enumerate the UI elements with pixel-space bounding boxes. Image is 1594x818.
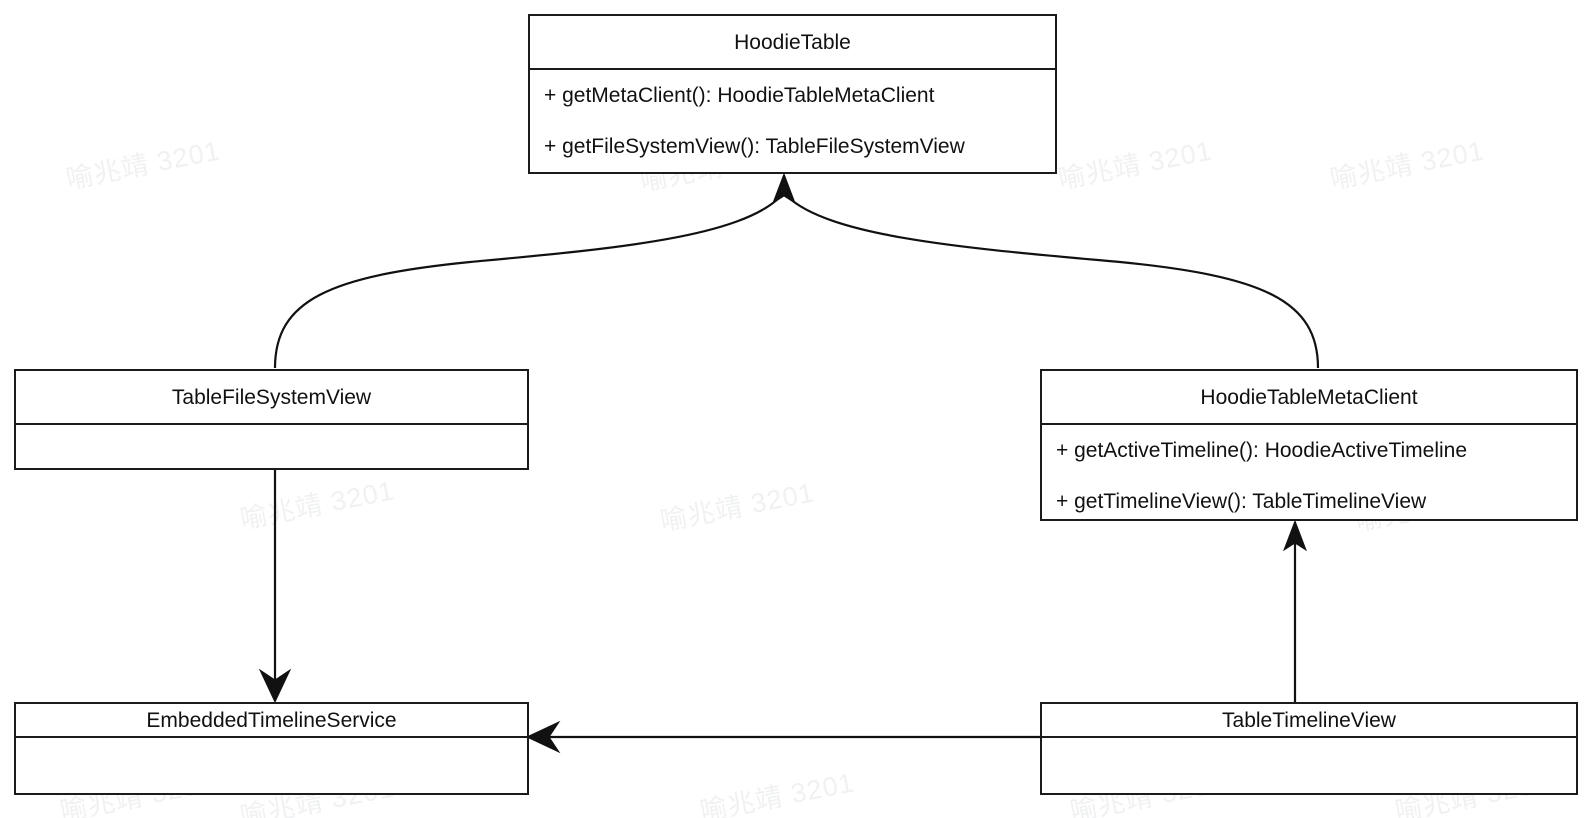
class-name-hoodie-table-meta-client: HoodieTableMetaClient (1042, 371, 1576, 425)
class-members-table-timeline-view (1042, 738, 1576, 818)
class-member: + getActiveTimeline(): HoodieActiveTimel… (1056, 439, 1468, 462)
class-name-table-file-system-view: TableFileSystemView (16, 371, 527, 425)
class-member: + getFileSystemView(): TableFileSystemVi… (544, 135, 965, 158)
edge-tablefilesystemview-to-hoodietable (273, 195, 782, 369)
class-box-embedded-timeline-service[interactable]: EmbeddedTimelineService (14, 702, 529, 795)
class-box-table-file-system-view[interactable]: TableFileSystemView (14, 369, 529, 470)
arrowhead-hoodietable (771, 172, 797, 205)
watermark-text: 喻兆靖 3201 (657, 477, 818, 537)
class-box-hoodie-table[interactable]: HoodieTable + getMetaClient(): HoodieTab… (528, 14, 1057, 174)
class-box-table-timeline-view[interactable]: TableTimelineView (1040, 702, 1578, 795)
watermark-text: 喻兆靖 3201 (63, 135, 224, 195)
class-members-embedded-timeline-service (16, 738, 527, 818)
watermark-text: 喻兆靖 3201 (1327, 135, 1488, 195)
class-name-embedded-timeline-service: EmbeddedTimelineService (16, 704, 527, 738)
arrowhead-embeddedtimelineservice-top (258, 668, 292, 704)
class-members-hoodie-table-meta-client: + getActiveTimeline(): HoodieActiveTimel… (1042, 425, 1576, 527)
class-members-table-file-system-view (16, 425, 527, 522)
watermark-text: 喻兆靖 3201 (697, 767, 858, 818)
class-box-hoodie-table-meta-client[interactable]: HoodieTableMetaClient + getActiveTimelin… (1040, 369, 1578, 521)
class-name-hoodie-table: HoodieTable (530, 16, 1055, 70)
watermark-text: 喻兆靖 3201 (1055, 135, 1216, 195)
arrowhead-embeddedtimelineservice-right (525, 720, 561, 754)
class-name-table-timeline-view: TableTimelineView (1042, 704, 1576, 738)
class-member: + getMetaClient(): HoodieTableMetaClient (544, 84, 935, 107)
edge-hoodietablemetaclient-to-hoodietable (786, 195, 1320, 369)
class-members-hoodie-table: + getMetaClient(): HoodieTableMetaClient… (530, 70, 1055, 172)
class-member: + getTimelineView(): TableTimelineView (1056, 490, 1427, 513)
